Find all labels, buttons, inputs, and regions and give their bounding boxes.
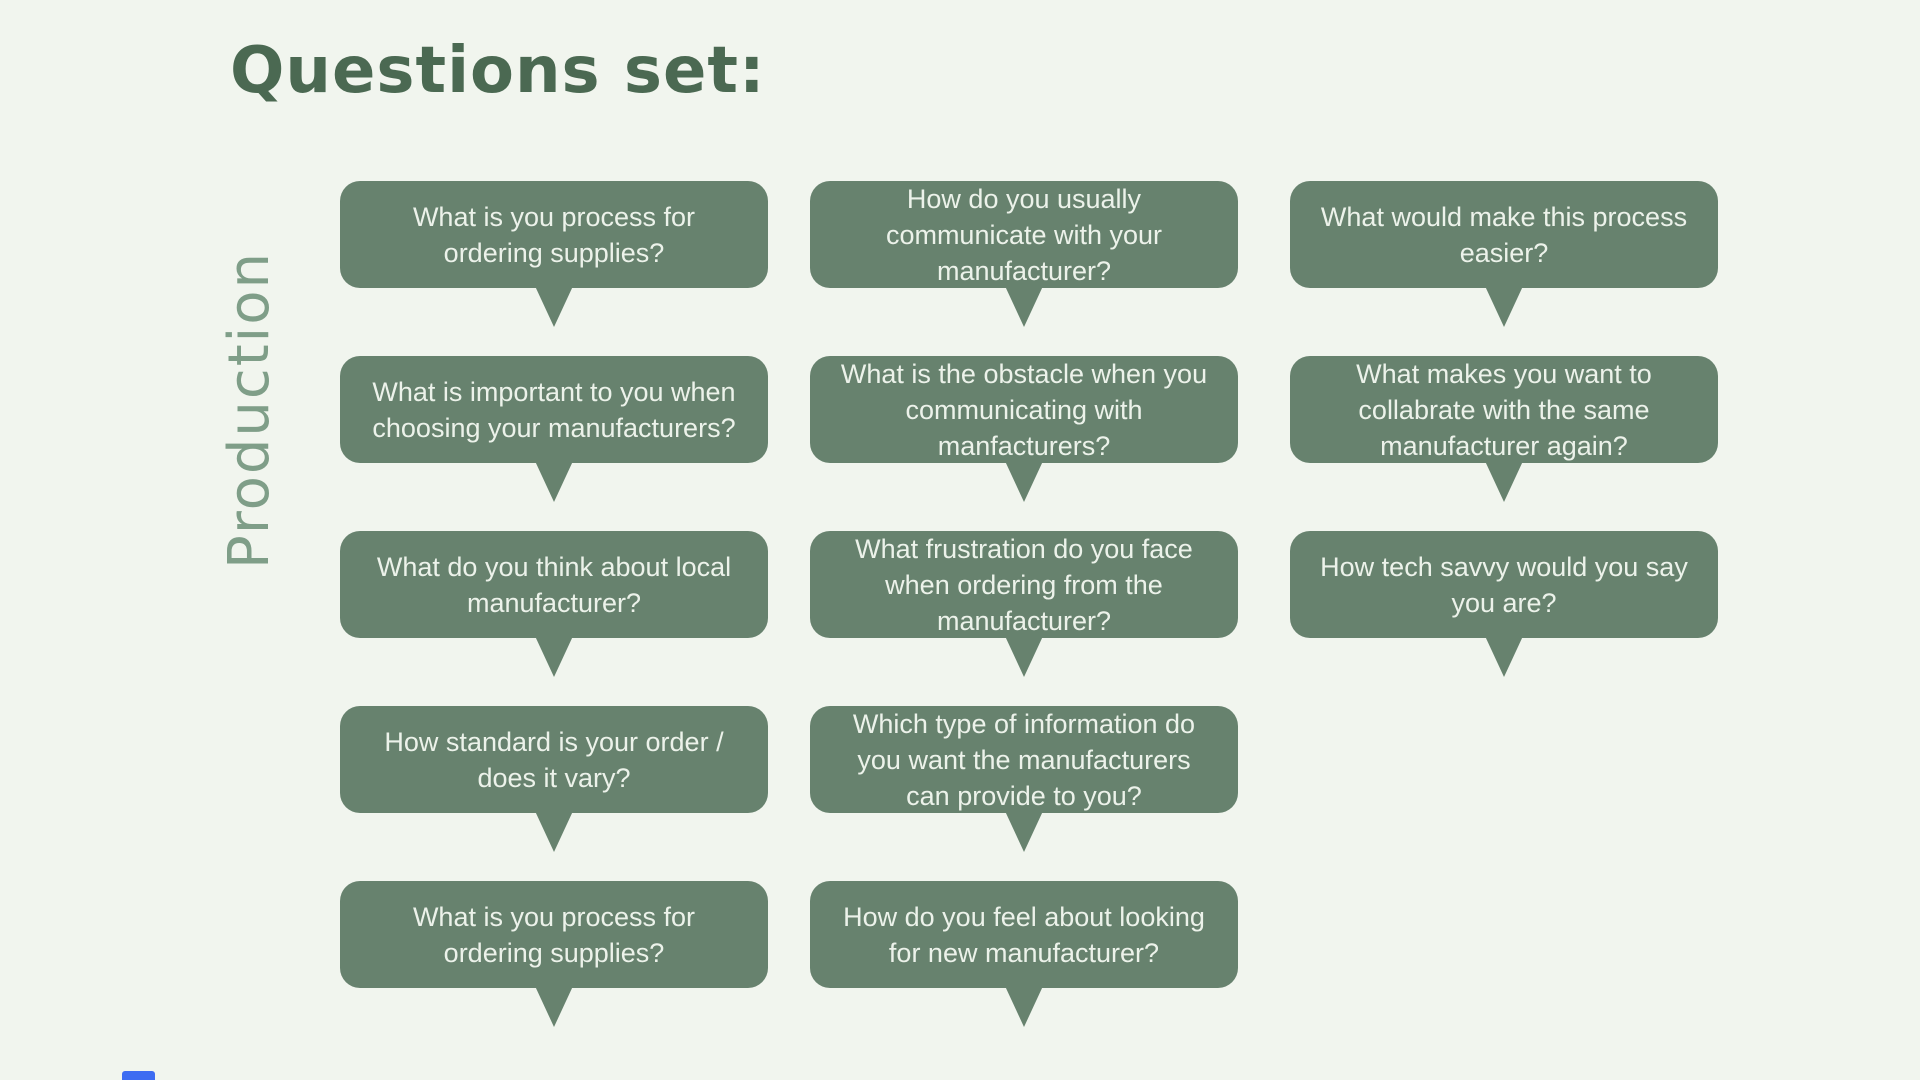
question-bubble: What is you process for ordering supplie… — [340, 181, 768, 327]
bubble-tail — [535, 286, 573, 327]
bubble-tail — [1485, 286, 1523, 327]
question-text: What do you think about local manufactur… — [376, 551, 732, 618]
question-bubble: How standard is your order / does it var… — [340, 706, 768, 852]
bubble-tail — [535, 986, 573, 1027]
category-label-production: Production — [217, 251, 282, 569]
question-bubble: What do you think about local manufactur… — [340, 531, 768, 677]
question-text: What frustration do you face when orderi… — [855, 533, 1193, 636]
question-bubble: What is important to you when choosing y… — [340, 356, 768, 502]
question-text: What makes you want to collabrate with t… — [1356, 358, 1652, 461]
bubble-tail — [1485, 461, 1523, 502]
question-bubble: Which type of information do you want th… — [810, 706, 1238, 852]
question-bubble: How tech savvy would you say you are? — [1290, 531, 1718, 677]
bubble-tail — [535, 636, 573, 677]
bubble-tail — [1005, 461, 1043, 502]
bubble-tail — [1005, 286, 1043, 327]
question-text: What is the obstacle when you communicat… — [840, 358, 1208, 461]
question-bubble: What makes you want to collabrate with t… — [1290, 356, 1718, 502]
bubble-tail — [535, 461, 573, 502]
bubble-tail — [1005, 986, 1043, 1027]
question-bubble: How do you usually communicate with your… — [810, 181, 1238, 327]
question-bubble: What would make this process easier? — [1290, 181, 1718, 327]
question-text: What is important to you when choosing y… — [372, 376, 736, 443]
question-text: How tech savvy would you say you are? — [1320, 551, 1688, 618]
bubble-tail — [1005, 811, 1043, 852]
question-bubble: How do you feel about looking for new ma… — [810, 881, 1238, 1027]
bubble-tail — [1005, 636, 1043, 677]
question-bubble: What frustration do you face when orderi… — [810, 531, 1238, 677]
question-text: What is you process for ordering supplie… — [412, 201, 696, 268]
question-text: How do you usually communicate with your… — [885, 183, 1163, 286]
question-text: How standard is your order / does it var… — [384, 726, 724, 793]
question-text: How do you feel about looking for new ma… — [843, 901, 1205, 968]
question-bubble: What is you process for ordering supplie… — [340, 881, 768, 1027]
bubble-tail — [535, 811, 573, 852]
question-text: What would make this process easier? — [1320, 201, 1688, 268]
partial-blue-shape — [122, 1071, 155, 1080]
page-title: Questions set: — [230, 34, 766, 108]
question-text: What is you process for ordering supplie… — [412, 901, 696, 968]
question-bubble: What is the obstacle when you communicat… — [810, 356, 1238, 502]
question-text: Which type of information do you want th… — [852, 708, 1196, 811]
bubble-tail — [1485, 636, 1523, 677]
